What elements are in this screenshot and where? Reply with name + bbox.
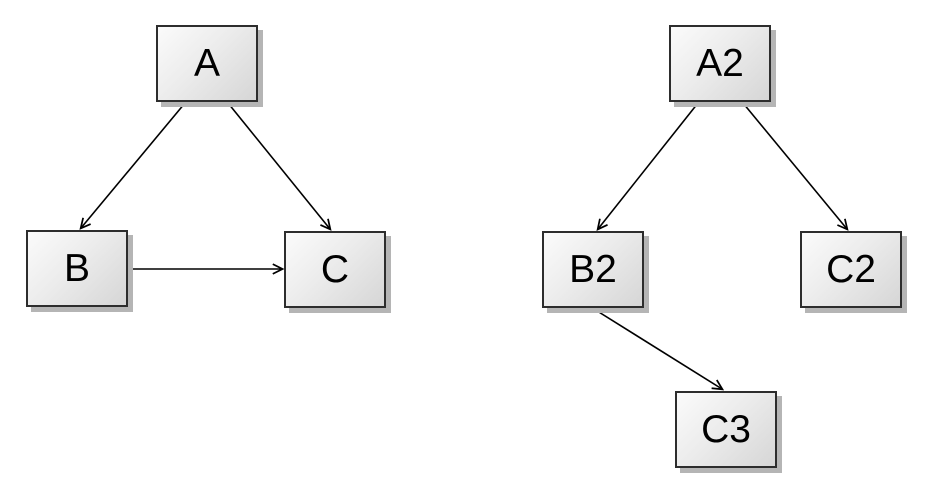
node-A-label: A — [193, 42, 220, 85]
node-A[interactable]: A — [156, 25, 258, 102]
edge-A2-B2 — [598, 102, 699, 229]
node-C3[interactable]: C3 — [675, 391, 777, 468]
node-C3-label: C3 — [701, 408, 751, 451]
edge-A-B — [81, 102, 186, 228]
node-C[interactable]: C — [284, 231, 386, 308]
node-A2[interactable]: A2 — [669, 25, 771, 102]
node-B[interactable]: B — [26, 230, 128, 307]
edge-B2-C3 — [593, 308, 722, 389]
node-C2-label: C2 — [826, 248, 876, 291]
edge-A2-C2 — [742, 102, 847, 229]
node-B2-label: B2 — [569, 248, 617, 291]
node-B2[interactable]: B2 — [542, 231, 644, 308]
node-B-label: B — [63, 247, 90, 290]
node-A2-label: A2 — [696, 42, 744, 85]
node-C-label: C — [320, 248, 350, 291]
edge-A-C — [227, 102, 330, 229]
node-C2[interactable]: C2 — [800, 231, 902, 308]
